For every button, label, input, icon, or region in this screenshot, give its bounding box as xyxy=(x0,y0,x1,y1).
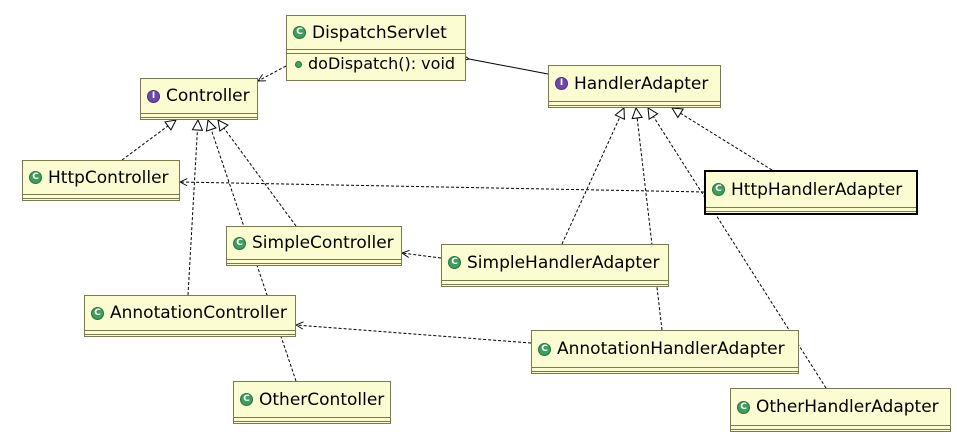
edge-http-handler-adapter-uses-http-controller xyxy=(180,182,705,193)
class-icon: C xyxy=(240,393,253,406)
class-icon: C xyxy=(448,256,461,269)
interface-icon: I xyxy=(147,89,160,103)
compartment-divider xyxy=(731,429,950,430)
class-name: AnnotationHandlerAdapter xyxy=(557,339,785,359)
compartment-divider xyxy=(706,211,916,212)
interface-handler-adapter[interactable]: I HandlerAdapter xyxy=(548,65,721,108)
compartment-divider xyxy=(549,101,720,102)
class-icon: C xyxy=(538,342,551,356)
compartment-divider xyxy=(23,194,179,195)
class-icon: C xyxy=(91,306,104,320)
class-icon: C xyxy=(29,171,42,184)
edge-simple-controller-realizes-controller xyxy=(218,120,297,227)
class-icon: C xyxy=(233,236,246,250)
class-http-controller[interactable]: C HttpController xyxy=(22,160,180,201)
edge-http-controller-realizes-controller xyxy=(121,120,176,161)
class-http-handler-adapter[interactable]: C HttpHandlerAdapter xyxy=(704,170,918,215)
class-name: OtherHandlerAdapter xyxy=(756,397,939,417)
interface-icon: I xyxy=(555,77,568,90)
compartment-divider xyxy=(141,117,257,118)
class-annotation-handler-adapter[interactable]: C AnnotationHandlerAdapter xyxy=(531,330,799,374)
class-name: HttpHandlerAdapter xyxy=(731,179,903,200)
compartment-divider xyxy=(442,284,668,285)
class-name: HandlerAdapter xyxy=(574,73,709,94)
compartment-divider xyxy=(227,263,401,264)
public-method-icon xyxy=(295,60,302,68)
edge-http-handler-adapter-realizes-handler-adapter xyxy=(672,108,773,171)
compartment-divider xyxy=(234,421,390,422)
compartment-divider xyxy=(234,417,390,418)
class-name: OtherContoller xyxy=(259,389,385,410)
compartment-divider xyxy=(532,371,798,372)
class-name: Controller xyxy=(166,86,250,106)
class-dispatch-servlet[interactable]: C DispatchServlet doDispatch(): void xyxy=(286,15,466,81)
class-annotation-controller[interactable]: C AnnotationController xyxy=(84,295,296,337)
compartment-divider xyxy=(141,113,257,114)
edge-dispatch-aggregates-handler-adapter xyxy=(469,59,549,75)
method-signature: doDispatch(): void xyxy=(308,54,456,73)
compartment-divider xyxy=(23,198,179,199)
compartment-divider xyxy=(706,207,916,208)
compartment-divider xyxy=(549,105,720,106)
class-other-controller[interactable]: C OtherContoller xyxy=(233,381,391,424)
class-name: SimpleHandlerAdapter xyxy=(467,252,660,273)
compartment-divider xyxy=(287,49,465,50)
class-simple-handler-adapter[interactable]: C SimpleHandlerAdapter xyxy=(441,244,669,287)
class-name: HttpController xyxy=(48,167,169,188)
edge-annotation-handler-adapter-uses-annotation-controller xyxy=(296,325,532,344)
compartment-divider xyxy=(532,367,798,368)
compartment-divider xyxy=(227,259,401,260)
class-name: DispatchServlet xyxy=(312,22,447,43)
edge-annotation-handler-adapter-realizes-handler-adapter xyxy=(636,108,663,331)
class-icon: C xyxy=(712,183,725,196)
compartment-divider xyxy=(85,330,295,331)
interface-controller[interactable]: I Controller xyxy=(140,78,258,120)
compartment-divider xyxy=(85,334,295,335)
edge-simple-handler-adapter-realizes-handler-adapter xyxy=(561,108,624,245)
edge-dispatch-to-controller xyxy=(258,65,287,81)
class-simple-controller[interactable]: C SimpleController xyxy=(226,226,402,266)
class-name: AnnotationController xyxy=(110,303,287,323)
class-icon: C xyxy=(293,26,306,39)
class-other-handler-adapter[interactable]: C OtherHandlerAdapter xyxy=(730,388,951,432)
edge-simple-handler-adapter-uses-simple-controller xyxy=(402,253,442,259)
compartment-divider xyxy=(442,280,668,281)
compartment-divider xyxy=(731,425,950,426)
class-icon: C xyxy=(737,400,750,414)
class-name: SimpleController xyxy=(252,233,394,253)
compartment-divider xyxy=(287,53,465,54)
edge-annotation-controller-realizes-controller xyxy=(187,120,198,296)
